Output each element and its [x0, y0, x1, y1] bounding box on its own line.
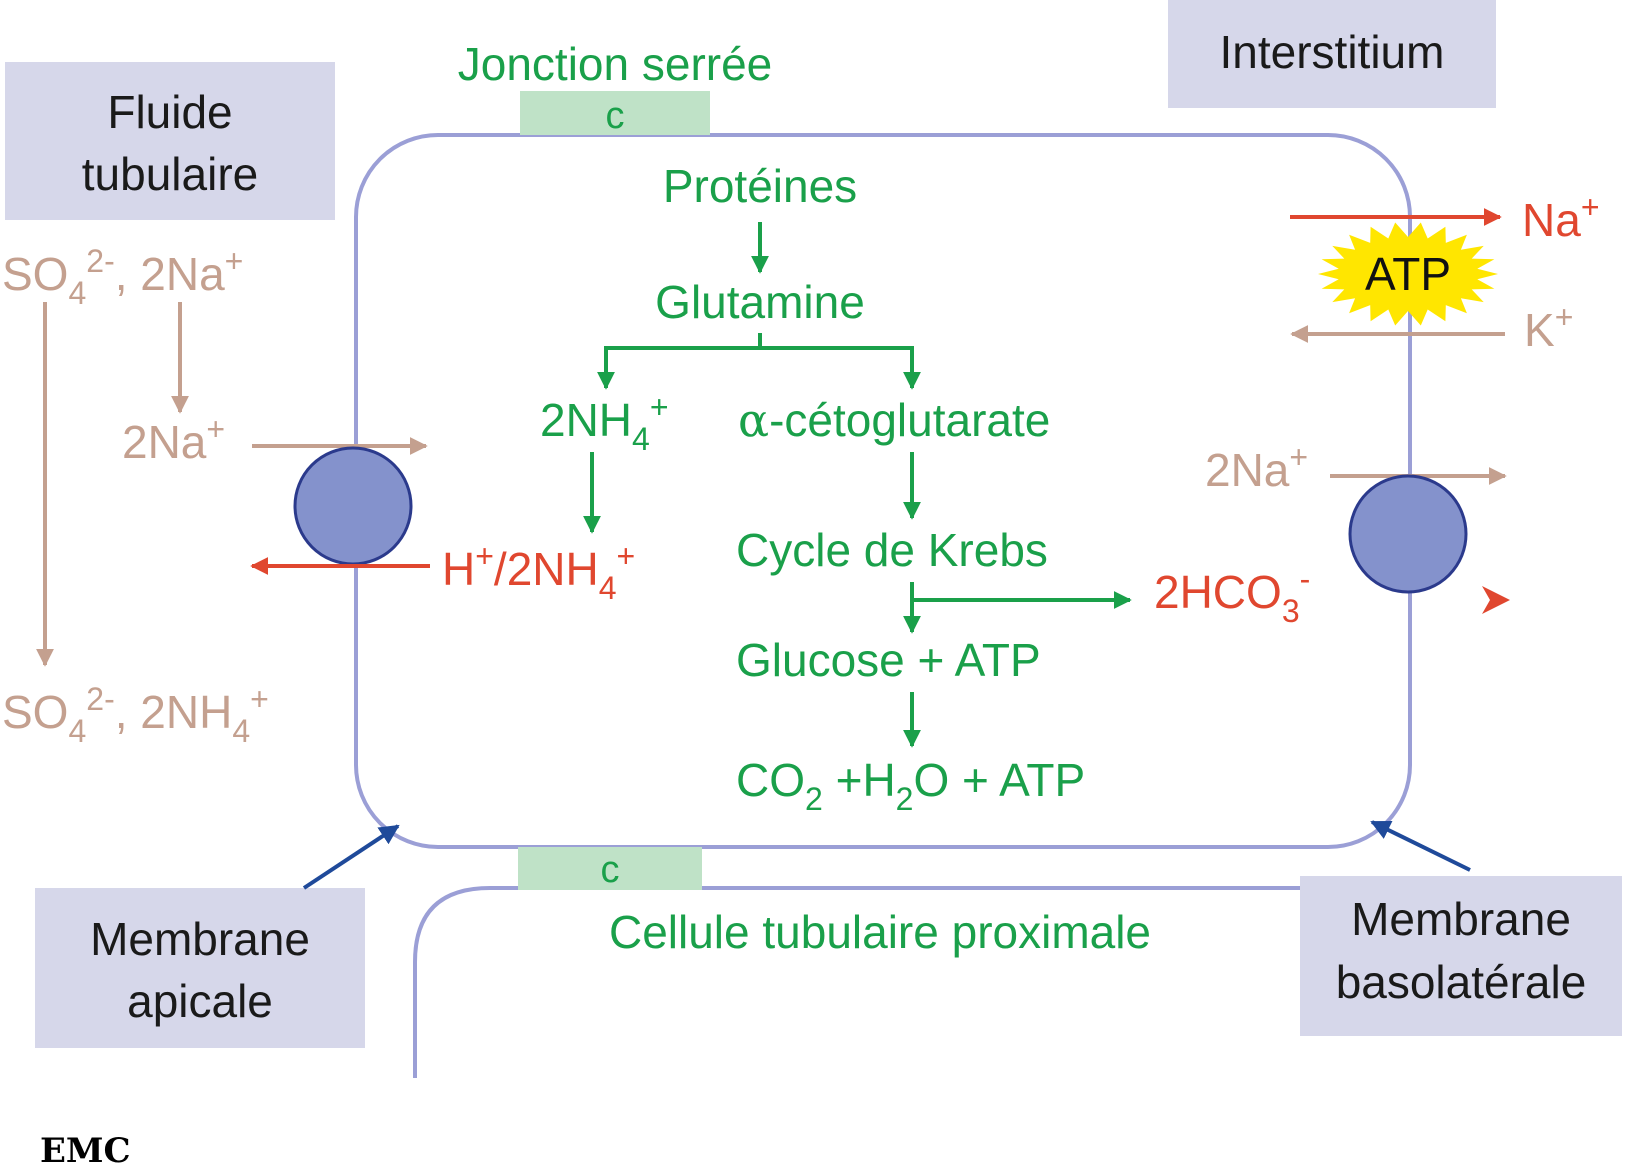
- fluide-line1: Fluide: [107, 86, 232, 138]
- basolaterale-line2: basolatérale: [1336, 956, 1587, 1008]
- basolateral-2na-label: 2Na+: [1205, 439, 1308, 496]
- basolaterale-line1: Membrane: [1351, 893, 1571, 945]
- cell-name-label: Cellule tubulaire proximale: [609, 906, 1151, 958]
- apicale-line2: apicale: [127, 975, 273, 1027]
- krebs-branch: [910, 582, 1132, 609]
- atp-pump: ATP: [1318, 222, 1498, 326]
- ketoglutarate-label: α-cétoglutarate: [738, 393, 1050, 447]
- apicale-pointer-arrow: [302, 824, 400, 890]
- glutamine-branch: [606, 333, 912, 350]
- glucose-atp-label: Glucose + ATP: [736, 634, 1041, 686]
- hco3-label: 2HCO3-: [1154, 561, 1310, 629]
- basolateral-cotransporter: [1348, 474, 1468, 594]
- neighbor-cell-membrane: [413, 886, 1300, 1078]
- atp-burst-shape: [1318, 222, 1498, 326]
- h-nh4-label: H+/2NH4+: [442, 538, 635, 606]
- junction-c-bottom: c: [601, 849, 620, 891]
- apical-exchanger: [293, 446, 413, 566]
- glutamine-label: Glutamine: [655, 276, 865, 328]
- co2-h2o-atp-label: CO2 +H2O + ATP: [736, 754, 1085, 817]
- apicale-line1: Membrane: [90, 913, 310, 965]
- proteines-label: Protéines: [663, 160, 857, 212]
- fluide-line2: tubulaire: [82, 148, 258, 200]
- interstitium-box: Interstitium: [1168, 0, 1496, 108]
- basolaterale-pointer-arrow: [1370, 820, 1471, 872]
- membrane-apicale-box: Membrane apicale: [35, 888, 365, 1048]
- apical-2na-label: 2Na+: [122, 411, 225, 468]
- na-efflux-label: Na+: [1522, 189, 1600, 246]
- tight-junction-top: c: [520, 91, 710, 137]
- k-influx-label: K+: [1524, 299, 1573, 356]
- membrane-basolaterale-box: Membrane basolatérale: [1300, 876, 1622, 1036]
- hco3-exit-arrowhead: [1482, 586, 1510, 614]
- jonction-serree-label: Jonction serrée: [458, 38, 773, 90]
- emc-logo: EMC: [40, 1131, 131, 1168]
- nh4-label: 2NH4+: [540, 389, 669, 457]
- so4-2nh4-label: SO42-, 2NH4+: [2, 681, 269, 749]
- atp-pump-label: ATP: [1365, 248, 1451, 300]
- junction-c-top: c: [606, 95, 625, 137]
- tight-junction-bottom: c: [518, 847, 702, 891]
- fluide-tubulaire-box: Fluide tubulaire: [5, 62, 335, 220]
- so4-2na-label: SO42-, 2Na+: [2, 243, 243, 311]
- interstitium-label: Interstitium: [1220, 26, 1445, 78]
- krebs-label: Cycle de Krebs: [736, 524, 1048, 576]
